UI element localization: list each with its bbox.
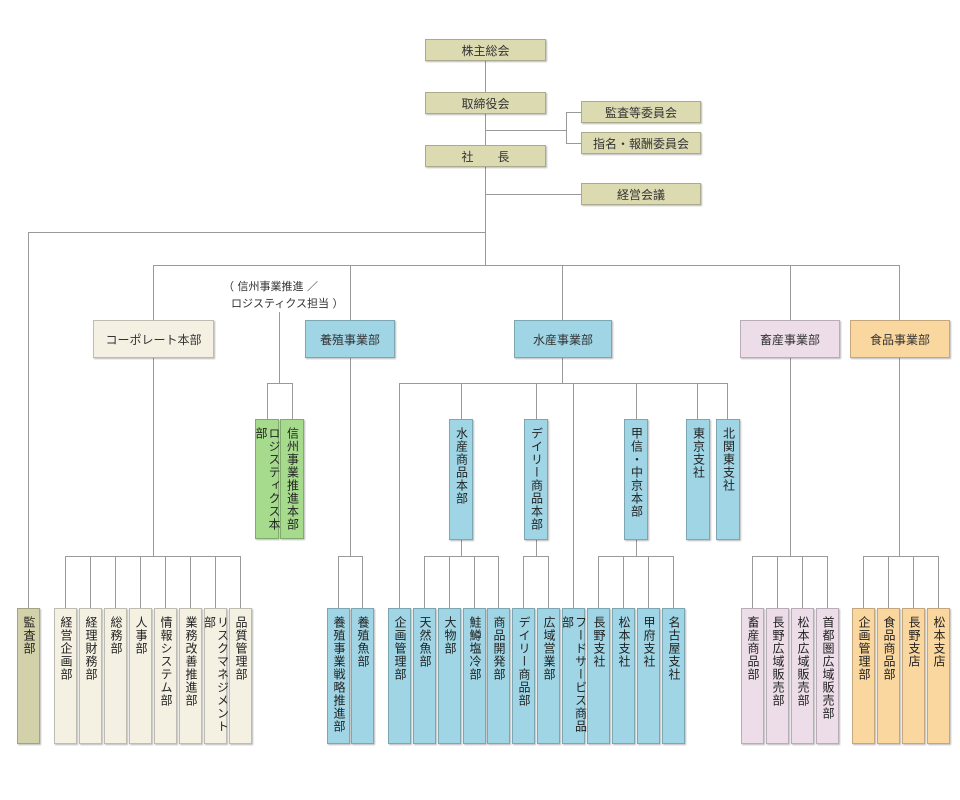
livestock-dept-label: 松本広域販売部 xyxy=(796,616,810,707)
seafood-dept-label: 大物部 xyxy=(443,616,457,655)
food-dept-label: 松本支店 xyxy=(932,616,946,668)
audit-committee-box: 監査等委員会 xyxy=(581,101,701,123)
corporate-dept-box: 総務部 xyxy=(104,608,127,744)
board-of-directors-box: 取締役会 xyxy=(425,92,546,114)
seafood-dept-label: 天然魚部 xyxy=(418,616,432,668)
corporate-dept-box: 情報システム部 xyxy=(154,608,177,744)
food-division-box: 食品事業部 xyxy=(850,320,950,358)
livestock-dept-box: 畜産商品部 xyxy=(741,608,764,744)
aquaculture-division-box: 養殖事業部 xyxy=(305,320,395,358)
livestock-division-box: 畜産事業部 xyxy=(740,320,840,358)
logistics-hq-box: ロジスティクス本部 xyxy=(254,419,281,539)
corporate-dept-box: 経営企画部 xyxy=(54,608,77,744)
kitakanto-branch-box: 北関東支社 xyxy=(716,419,740,540)
seafood-dept-label: フードサービス商品部 xyxy=(560,616,588,733)
seafood-dept-label: 松本支社 xyxy=(617,616,631,668)
seafood-dept-box: 名古屋支社 xyxy=(662,608,685,744)
seafood-dept-box: デイリー商品部 xyxy=(512,608,535,744)
food-dept-label: 食品商品部 xyxy=(882,616,896,681)
logistics-hq-label: ロジスティクス本部 xyxy=(254,427,281,531)
corporate-dept-box: 経理財務部 xyxy=(79,608,102,744)
suisan-hq-box: 水産商品本部 xyxy=(449,419,473,540)
seafood-dept-box: 大物部 xyxy=(438,608,461,744)
seafood-dept-label: 商品開発部 xyxy=(492,616,506,681)
seafood-dept-box: 長野支社 xyxy=(587,608,610,744)
koshin-chukyo-hq-label: 甲信・中京本部 xyxy=(629,427,644,518)
seafood-dept-label: 広域営業部 xyxy=(542,616,556,681)
livestock-dept-label: 長野広域販売部 xyxy=(771,616,785,707)
seafood-dept-box: 鮭鱒塩冷部 xyxy=(463,608,486,744)
aquaculture-dept-label: 養殖事業戦略推進部 xyxy=(332,616,346,733)
corporate-dept-box: 人事部 xyxy=(129,608,152,744)
livestock-dept-box: 松本広域販売部 xyxy=(791,608,814,744)
seafood-dept-label: 企画管理部 xyxy=(393,616,407,681)
corporate-dept-label: 情報システム部 xyxy=(159,616,173,707)
president-box: 社 長 xyxy=(425,145,546,167)
tokyo-branch-label: 東京支社 xyxy=(691,427,706,479)
aquaculture-dept-box: 養殖魚部 xyxy=(351,608,374,744)
seafood-dept-box: フードサービス商品部 xyxy=(560,608,588,744)
shareholders-meeting-box: 株主総会 xyxy=(425,39,546,61)
corporate-dept-box: 業務改善推進部 xyxy=(179,608,202,744)
nomination-committee-box: 指名・報酬委員会 xyxy=(581,132,701,154)
corporate-dept-label: 業務改善推進部 xyxy=(184,616,198,707)
koshin-chukyo-hq-box: 甲信・中京本部 xyxy=(624,419,648,540)
food-dept-box: 食品商品部 xyxy=(877,608,900,744)
corporate-dept-label: 経理財務部 xyxy=(84,616,98,681)
corporate-dept-label: 経営企画部 xyxy=(59,616,73,681)
corporate-dept-label: 品質管理部 xyxy=(234,616,248,681)
seafood-dept-label: 長野支社 xyxy=(592,616,606,668)
food-dept-box: 企画管理部 xyxy=(852,608,875,744)
seafood-division-box: 水産事業部 xyxy=(514,320,612,358)
management-council-box: 経営会議 xyxy=(581,183,701,205)
corporate-dept-label: リスクマネジメント部 xyxy=(202,616,230,733)
seafood-dept-label: デイリー商品部 xyxy=(517,616,531,707)
food-dept-box: 松本支店 xyxy=(927,608,950,744)
corporate-division-box: コーポレート本部 xyxy=(93,320,214,358)
food-dept-box: 長野支店 xyxy=(902,608,925,744)
livestock-dept-label: 首都圏広域販売部 xyxy=(821,616,835,720)
food-dept-label: 企画管理部 xyxy=(857,616,871,681)
seafood-dept-box: 天然魚部 xyxy=(413,608,436,744)
livestock-dept-box: 首都圏広域販売部 xyxy=(816,608,839,744)
aquaculture-dept-box: 養殖事業戦略推進部 xyxy=(327,608,350,744)
daily-hq-label: デイリー商品本部 xyxy=(529,427,544,531)
shinshu-logistics-note-line1: （ 信州事業推進 ／ xyxy=(223,280,318,293)
daily-hq-box: デイリー商品本部 xyxy=(524,419,548,540)
livestock-dept-box: 長野広域販売部 xyxy=(766,608,789,744)
food-dept-label: 長野支店 xyxy=(907,616,921,668)
shinshu-hq-label: 信州事業推進本部 xyxy=(285,427,300,531)
suisan-hq-label: 水産商品本部 xyxy=(454,427,469,505)
kitakanto-branch-label: 北関東支社 xyxy=(721,427,736,492)
seafood-dept-label: 名古屋支社 xyxy=(667,616,681,681)
seafood-dept-label: 鮭鱒塩冷部 xyxy=(468,616,482,681)
corporate-dept-box: 品質管理部 xyxy=(229,608,252,744)
seafood-dept-box: 商品開発部 xyxy=(487,608,510,744)
seafood-dept-label: 甲府支社 xyxy=(642,616,656,668)
seafood-dept-box: 松本支社 xyxy=(612,608,635,744)
tokyo-branch-box: 東京支社 xyxy=(686,419,710,540)
seafood-dept-box: 広域営業部 xyxy=(537,608,560,744)
seafood-dept-box: 甲府支社 xyxy=(637,608,660,744)
shinshu-hq-box: 信州事業推進本部 xyxy=(280,419,304,539)
seafood-dept-box: 企画管理部 xyxy=(388,608,411,744)
livestock-dept-label: 畜産商品部 xyxy=(746,616,760,681)
audit-dept-label: 監査部 xyxy=(22,616,36,655)
aquaculture-dept-label: 養殖魚部 xyxy=(356,616,370,668)
corporate-dept-box: リスクマネジメント部 xyxy=(202,608,230,744)
audit-dept-box: 監査部 xyxy=(17,608,40,744)
corporate-dept-label: 人事部 xyxy=(134,616,148,655)
shinshu-logistics-note-line2: ロジスティクス担当 ） xyxy=(231,297,344,310)
corporate-dept-label: 総務部 xyxy=(109,616,123,655)
